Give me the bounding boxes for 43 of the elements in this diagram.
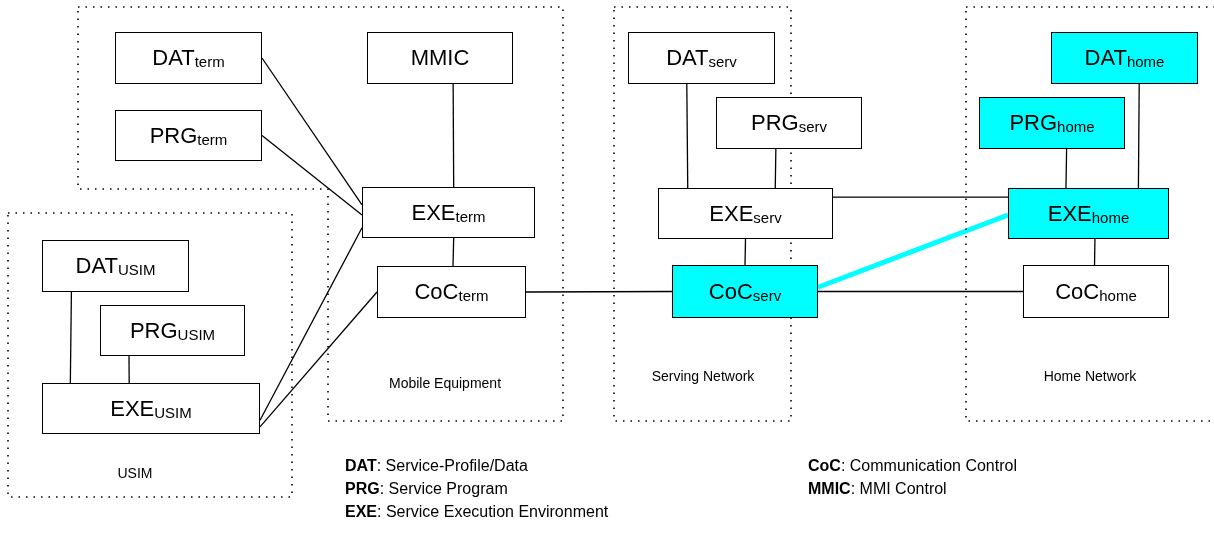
component-box: DAT$_{USIM}$ xyxy=(42,240,189,292)
connector-line xyxy=(525,290,673,293)
connector-line xyxy=(832,196,1009,198)
connector-line xyxy=(817,212,1009,290)
connector-line xyxy=(128,355,130,384)
connector-line xyxy=(259,291,378,428)
component-box: PRG$_{home}$ xyxy=(979,97,1125,149)
component-box: CoC$_{term}$ xyxy=(377,266,526,318)
region-label: USIM xyxy=(117,465,153,481)
connector-line xyxy=(69,291,73,384)
component-box: EXE$_{home}$ xyxy=(1008,188,1169,239)
component-box: PRG$_{serv}$ xyxy=(716,97,862,149)
component-box: MMIC xyxy=(367,32,513,84)
connector-line xyxy=(1137,83,1140,189)
component-box: CoC$_{home}$ xyxy=(1023,265,1169,318)
component-box: EXE$_{term}$ xyxy=(362,187,535,238)
component-box: EXE$_{USIM}$ xyxy=(42,383,260,434)
region-label: Mobile Equipment xyxy=(388,375,502,391)
component-box: EXE$_{serv}$ xyxy=(658,188,833,239)
connector-line xyxy=(261,134,363,216)
abbreviation-note: EXE: Service Execution Environment xyxy=(345,503,609,521)
abbreviation-note: PRG: Service Program xyxy=(345,480,508,498)
connector-line xyxy=(817,290,1024,293)
region-label: Serving Network xyxy=(651,368,755,384)
component-box: PRG$_{term}$ xyxy=(115,110,262,161)
connector-line xyxy=(744,238,747,266)
connector-line xyxy=(1093,238,1096,266)
component-box: PRG$_{USIM}$ xyxy=(100,305,245,356)
connector-line xyxy=(686,83,689,189)
connector-line xyxy=(261,57,363,206)
connector-line xyxy=(774,148,777,189)
connector-line xyxy=(259,227,363,421)
abbreviation-note: CoC: Communication Control xyxy=(808,457,1017,475)
component-box: CoC$_{serv}$ xyxy=(672,265,818,318)
component-box: DAT$_{serv}$ xyxy=(628,32,775,84)
region-label: Home Network xyxy=(1043,368,1137,384)
connector-line xyxy=(452,83,455,188)
abbreviation-note: DAT: Service-Profile/Data xyxy=(345,457,528,475)
component-box: DAT$_{term}$ xyxy=(115,32,262,84)
component-box: DAT$_{home}$ xyxy=(1051,32,1198,84)
abbreviation-note: MMIC: MMI Control xyxy=(808,480,947,498)
connector-line xyxy=(1065,148,1068,189)
connector-line xyxy=(452,237,455,267)
